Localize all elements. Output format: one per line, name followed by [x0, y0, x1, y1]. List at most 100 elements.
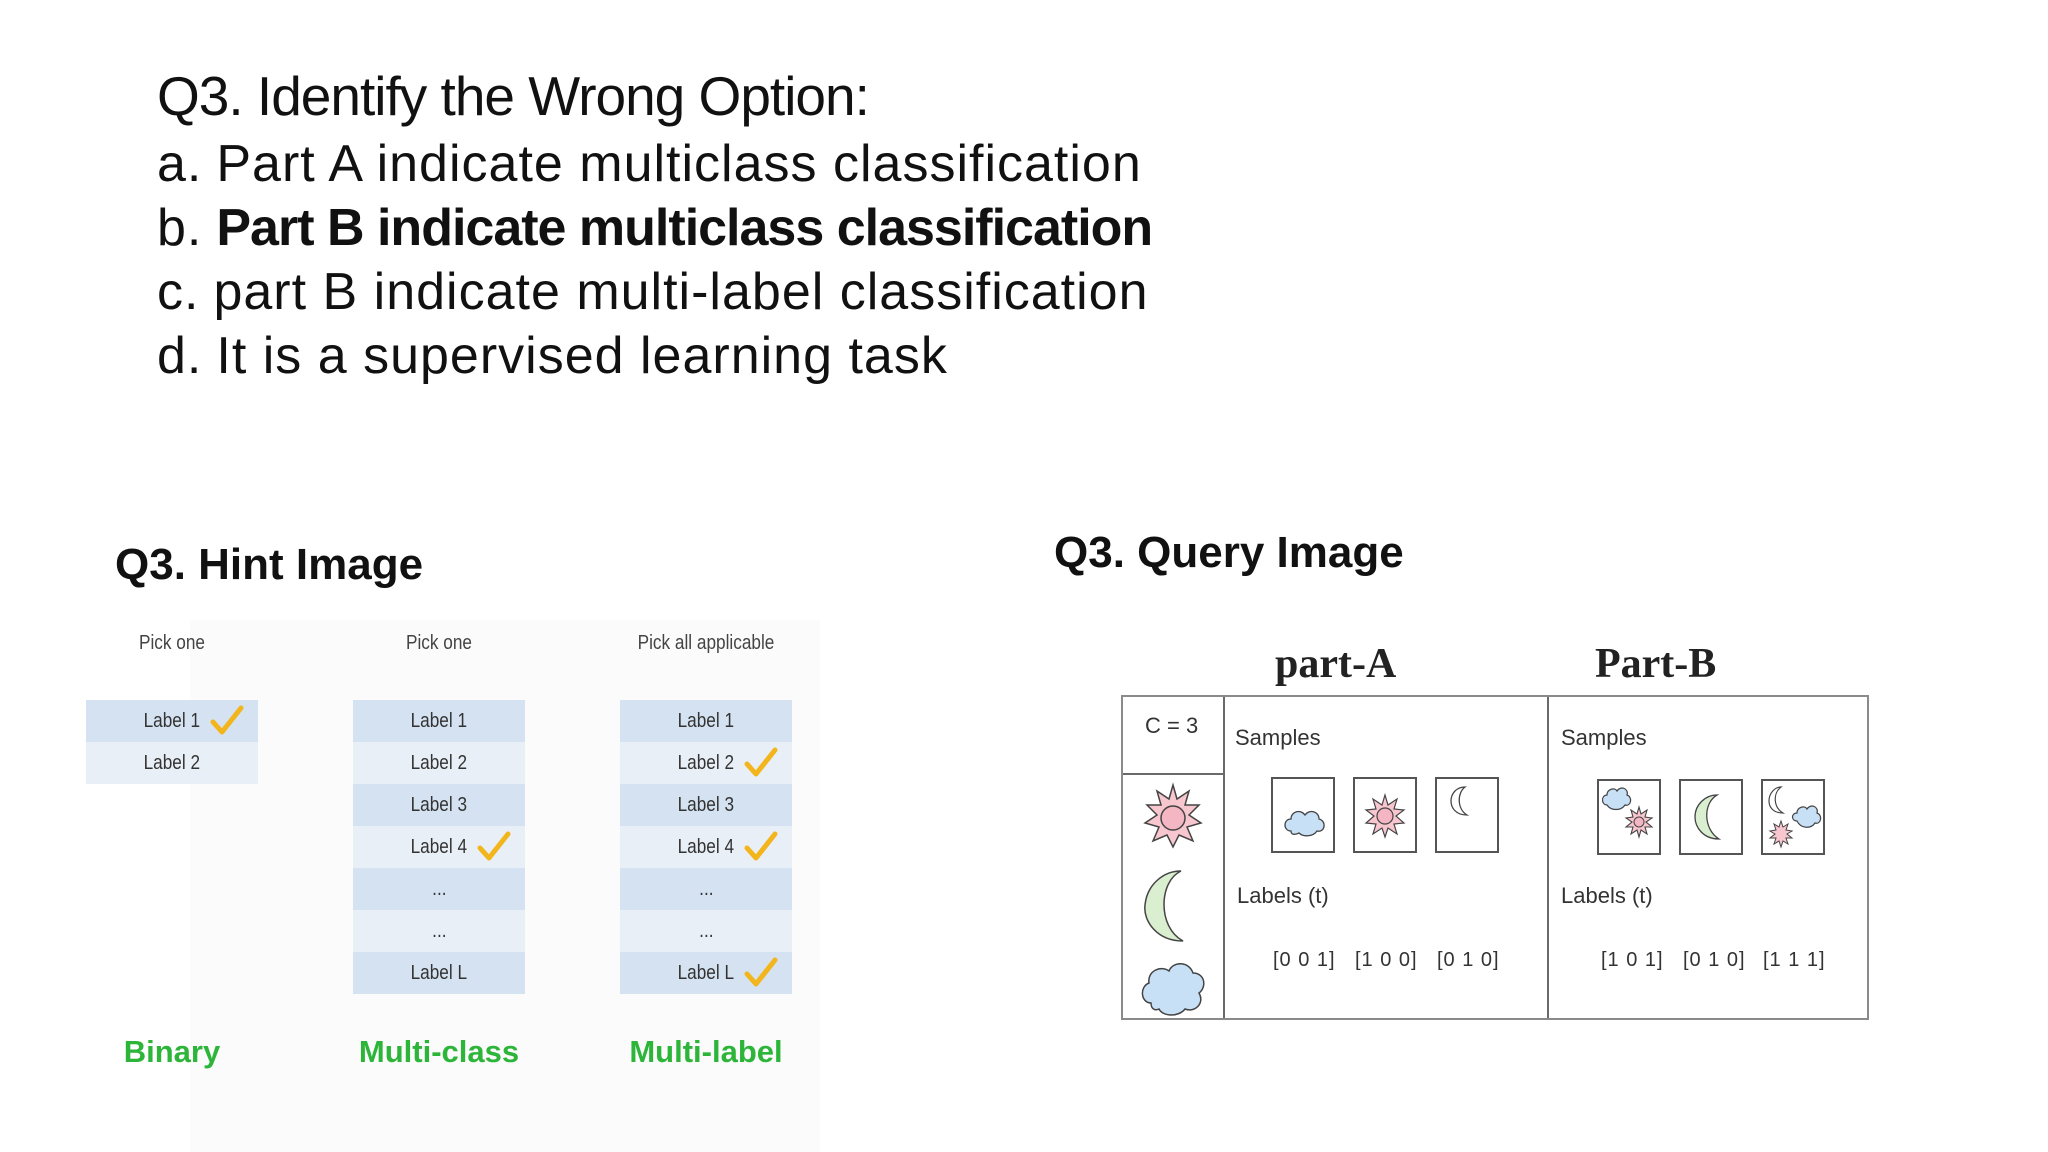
label-text: ... [431, 878, 447, 900]
checkmark-icon [744, 957, 778, 987]
label-text: ... [431, 920, 447, 942]
label-text: Label 4 [410, 836, 468, 858]
label-row: Label 1 [86, 700, 258, 742]
label-row: Label L [620, 952, 792, 994]
checkmark-icon [210, 705, 244, 735]
label-text: Label 1 [410, 710, 468, 732]
divider [1223, 697, 1225, 1018]
question-title: Q3. Identify the Wrong Option: [157, 65, 870, 127]
moon-icon [1450, 786, 1470, 816]
label-row: Label 1 [353, 700, 525, 742]
label-list: Label 1 Label 2 Label 3 Label 4...... Label … [620, 700, 792, 994]
label-row: Label 3 [353, 784, 525, 826]
sample-box [1679, 779, 1743, 855]
cloud-sun-icon [1601, 787, 1654, 840]
part-b-labels-label: Labels (t) [1561, 883, 1653, 908]
part-b-title: Part-B [1595, 641, 1717, 687]
label-vector: [0 1 0] [1437, 949, 1500, 971]
label-text: ... [698, 920, 714, 942]
part-a-samples-label: Samples [1235, 725, 1321, 750]
option-a: a.Part A indicate multiclass classificat… [157, 132, 1557, 196]
footer-multiclass: Multi-class [358, 1034, 520, 1069]
sample-box [1271, 777, 1335, 853]
query-heading: Q3. Query Image [1054, 528, 1404, 577]
label-vector: [1 0 1] [1601, 949, 1664, 971]
checkmark-icon [744, 831, 778, 861]
part-a-title: part-A [1275, 641, 1397, 687]
label-row: Label 2 [620, 742, 792, 784]
label-row: Label 2 [86, 742, 258, 784]
checkmark-icon [477, 831, 511, 861]
option-b: b.Part B indicate multiclass classificat… [157, 196, 1557, 260]
cloud-icon [1284, 810, 1325, 837]
footer-multilabel: Multi-label [629, 1034, 783, 1069]
label-vector: [1 0 0] [1355, 949, 1418, 971]
label-list: Label 1 Label 2 [86, 700, 258, 784]
label-vector: [1 1 1] [1763, 949, 1826, 971]
hint-heading: Q3. Hint Image [115, 540, 424, 589]
label-text: Label 4 [677, 836, 735, 858]
label-row: Label 4 [620, 826, 792, 868]
moon-icon [1694, 794, 1722, 840]
label-text: Label L [677, 962, 735, 984]
label-text: Label 1 [143, 710, 201, 732]
divider [1547, 697, 1549, 1018]
option-letter: b. [157, 199, 203, 257]
label-text: Label 2 [677, 752, 735, 774]
label-row: Label 4 [353, 826, 525, 868]
label-row: ... [620, 868, 792, 910]
question-block: Q3. Identify the Wrong Option: a.Part A … [157, 60, 1557, 388]
label-text: Label 1 [677, 710, 735, 732]
label-text: Label 3 [410, 794, 468, 816]
hint-column-multiclass: Pick one Label 1 Label 2 Label 3 Label 4...… [353, 632, 525, 994]
option-text: It is a supervised learning task [216, 327, 948, 385]
checkmark-icon [744, 747, 778, 777]
moon-icon [1144, 870, 1184, 942]
sample-box [1435, 777, 1499, 853]
query-figure: part-A Part-B C = 3 Samples [1115, 640, 1875, 1030]
label-vector: [0 1 0] [1683, 949, 1746, 971]
label-row: ... [353, 868, 525, 910]
label-text: Label L [410, 962, 468, 984]
label-row: Label 1 [620, 700, 792, 742]
sun-icon [1143, 782, 1203, 849]
label-row: Label 2 [353, 742, 525, 784]
label-text: Label 2 [143, 752, 201, 774]
label-text: Label 2 [410, 752, 468, 774]
option-c: c.part B indicate multi-label classifica… [157, 260, 1557, 324]
option-text: part B indicate multi-label classificati… [213, 263, 1149, 321]
footer-binary: Binary [123, 1034, 221, 1069]
query-table: C = 3 Samples [1121, 695, 1869, 1020]
label-row: ... [353, 910, 525, 952]
label-vector: [0 0 1] [1273, 949, 1336, 971]
cloud-icon [1141, 963, 1205, 1016]
option-letter: a. [157, 135, 203, 193]
hint-column-binary: Pick one Label 1 Label 2 [86, 632, 258, 784]
column-caption: Pick one [139, 632, 205, 654]
label-list: Label 1 Label 2 Label 3 Label 4...... Label … [353, 700, 525, 994]
label-row: ... [620, 910, 792, 952]
option-letter: d. [157, 327, 203, 385]
option-letter: c. [157, 263, 200, 321]
sample-box [1761, 779, 1825, 855]
moon-sun-cloud-icon [1768, 786, 1822, 849]
column-caption: Pick one [406, 632, 472, 654]
part-a-labels-label: Labels (t) [1237, 883, 1329, 908]
sample-box [1597, 779, 1661, 855]
sun-icon [1364, 792, 1406, 839]
class-icons [1141, 782, 1205, 1016]
option-text: Part A indicate multiclass classificatio… [216, 135, 1142, 193]
column-caption: Pick all applicable [637, 632, 775, 654]
hint-figure: Pick one Label 1 Label 2 Pick one Label 1… [80, 620, 820, 1152]
label-row: Label 3 [620, 784, 792, 826]
part-b-samples-label: Samples [1561, 725, 1647, 750]
label-row: Label L [353, 952, 525, 994]
sample-box [1353, 777, 1417, 853]
label-text: ... [698, 878, 714, 900]
label-text: Label 3 [677, 794, 735, 816]
divider [1123, 773, 1225, 775]
option-d: d.It is a supervised learning task [157, 324, 1557, 388]
classes-count: C = 3 [1145, 713, 1199, 738]
option-text: Part B indicate multiclass classificatio… [216, 199, 1153, 257]
